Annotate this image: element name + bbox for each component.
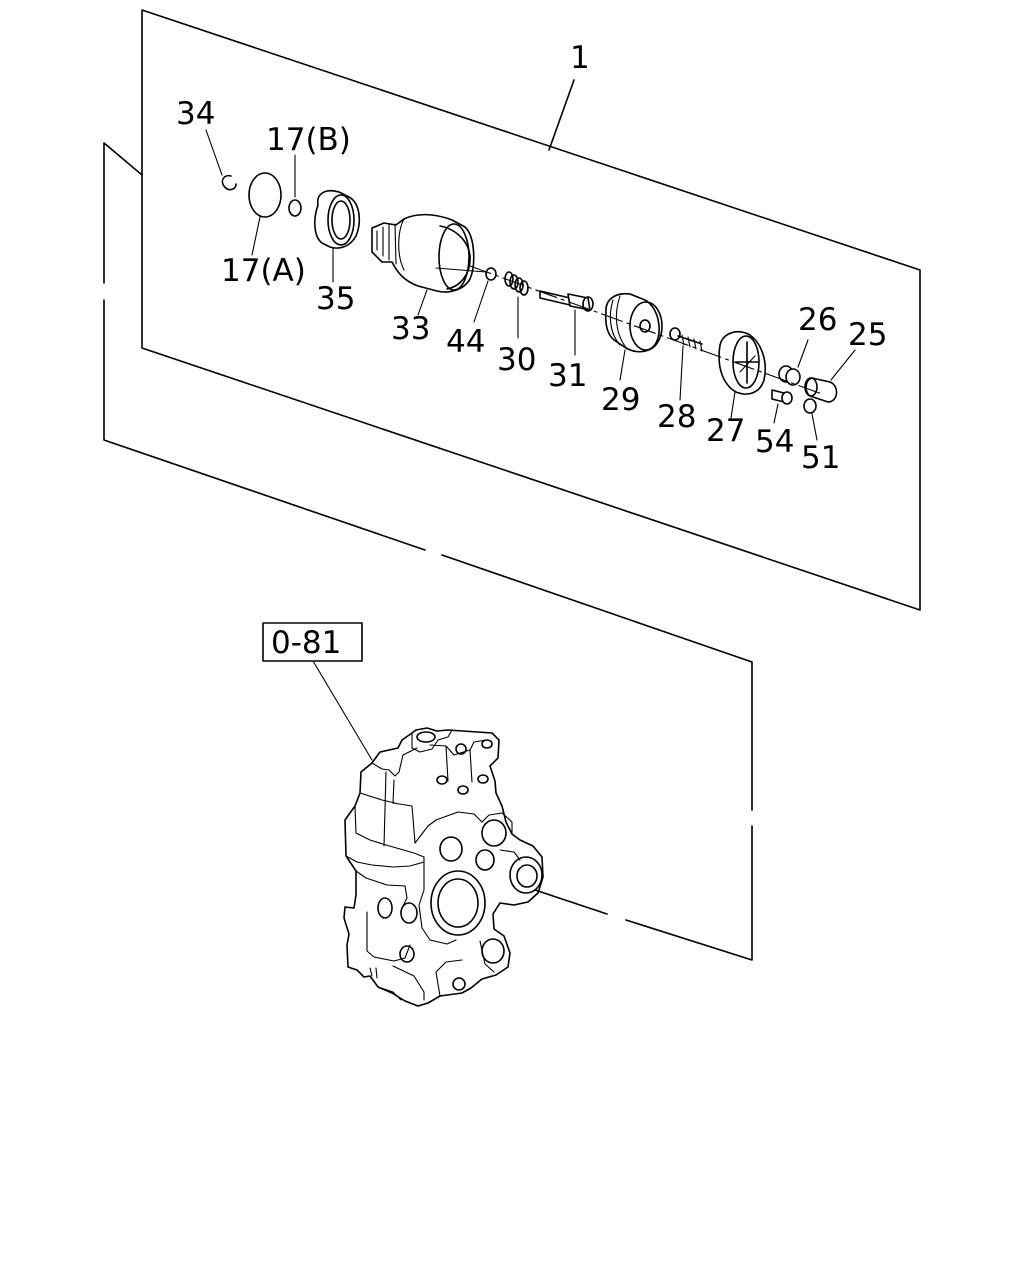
callout-30: 30 — [497, 342, 536, 378]
plug-part-51 — [803, 398, 817, 414]
fitting-part-26 — [778, 365, 801, 386]
o-ring-part-17b — [288, 199, 302, 217]
piston-part-29 — [604, 292, 663, 353]
callout-28: 28 — [657, 399, 696, 435]
washer-part-44 — [485, 267, 497, 281]
callout-33: 33 — [391, 311, 430, 347]
callout-27: 27 — [706, 413, 745, 449]
reference-box[interactable]: 0-81 — [262, 622, 363, 662]
callout-31: 31 — [548, 358, 587, 394]
snap-ring-part-34 — [221, 174, 237, 191]
callout-17b: 17(B) — [266, 122, 351, 158]
cap-part-25 — [804, 377, 838, 403]
spring-part-30 — [504, 271, 529, 296]
spring-part-28 — [669, 327, 703, 352]
valve-body-housing — [343, 727, 544, 1007]
o-ring-part-17a — [248, 172, 282, 218]
reference-label: 0-81 — [271, 625, 341, 661]
assembly-frame — [141, 9, 921, 611]
callout-35: 35 — [316, 281, 355, 317]
callout-54: 54 — [755, 424, 794, 460]
callout-29: 29 — [601, 382, 640, 418]
fitting-part-54 — [771, 389, 793, 405]
installation-frame — [103, 142, 753, 961]
bearing-part-35 — [313, 189, 361, 249]
callout-25: 25 — [848, 317, 887, 353]
callout-17a: 17(A) — [221, 253, 306, 289]
assembly-leader — [548, 79, 575, 151]
callout-44: 44 — [446, 324, 485, 360]
piston-part-33 — [371, 213, 487, 293]
plate-part-27 — [718, 331, 766, 395]
callout-34: 34 — [176, 96, 215, 132]
callout-26: 26 — [798, 302, 837, 338]
assembly-label: 1 — [570, 40, 590, 76]
callout-51: 51 — [801, 440, 840, 476]
